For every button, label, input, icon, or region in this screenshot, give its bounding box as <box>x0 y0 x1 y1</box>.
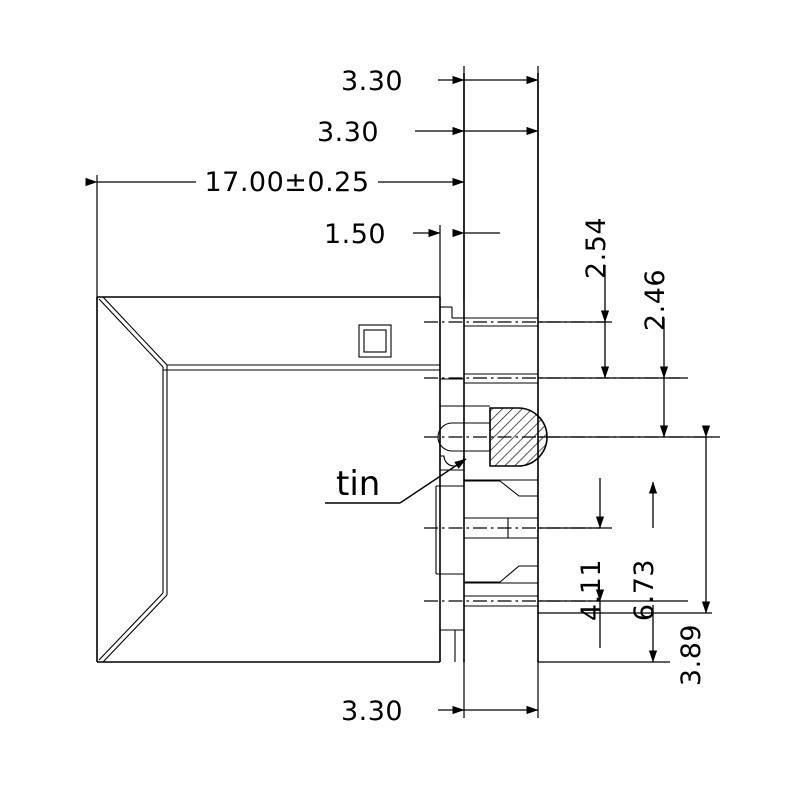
dim-label-pitch-2-54: 2.54 <box>581 217 612 279</box>
dim-label-dist-3-89: 3.89 <box>676 624 707 686</box>
note-label-tin: tin <box>336 464 380 504</box>
dim-label-overall-17: 17.00±0.25 <box>204 167 369 198</box>
contact-pin-top <box>439 306 538 384</box>
dim-label-bottom-3-30: 3.30 <box>341 696 403 727</box>
dimension-dist-6-73: 6.73 <box>629 481 660 663</box>
dimension-width-1-50: 1.50 <box>324 219 500 250</box>
square-detail <box>358 324 392 358</box>
housing-body <box>96 296 440 663</box>
dim-label-width-1-50: 1.50 <box>324 219 386 250</box>
dim-label-top-3-30: 3.30 <box>341 66 403 97</box>
dim-label-dist-6-73: 6.73 <box>629 559 660 621</box>
dimension-bottom-3-30: 3.30 <box>341 696 539 727</box>
dimension-top-3-30: 3.30 <box>341 66 539 97</box>
dim-label-gap-2-46: 2.46 <box>640 269 671 331</box>
contact-pin-tin <box>437 405 548 471</box>
dimension-dist-3-89: 3.89 <box>538 425 712 686</box>
dimension-second-3-30: 3.30 <box>317 117 539 148</box>
dim-label-dist-4-11: 4.11 <box>576 559 607 621</box>
contact-pin-bottom <box>435 560 538 662</box>
material-note-tin: tin <box>325 458 467 504</box>
dim-label-second-3-30: 3.30 <box>317 117 379 148</box>
dimension-pitch-2-54: 2.54 <box>581 217 612 379</box>
dimension-gap-2-46: 2.46 <box>640 269 671 438</box>
dimension-overall-17: 17.00±0.25 <box>85 165 465 199</box>
contact-stack <box>435 73 548 662</box>
dimension-dist-4-11: 4.11 <box>576 478 607 648</box>
